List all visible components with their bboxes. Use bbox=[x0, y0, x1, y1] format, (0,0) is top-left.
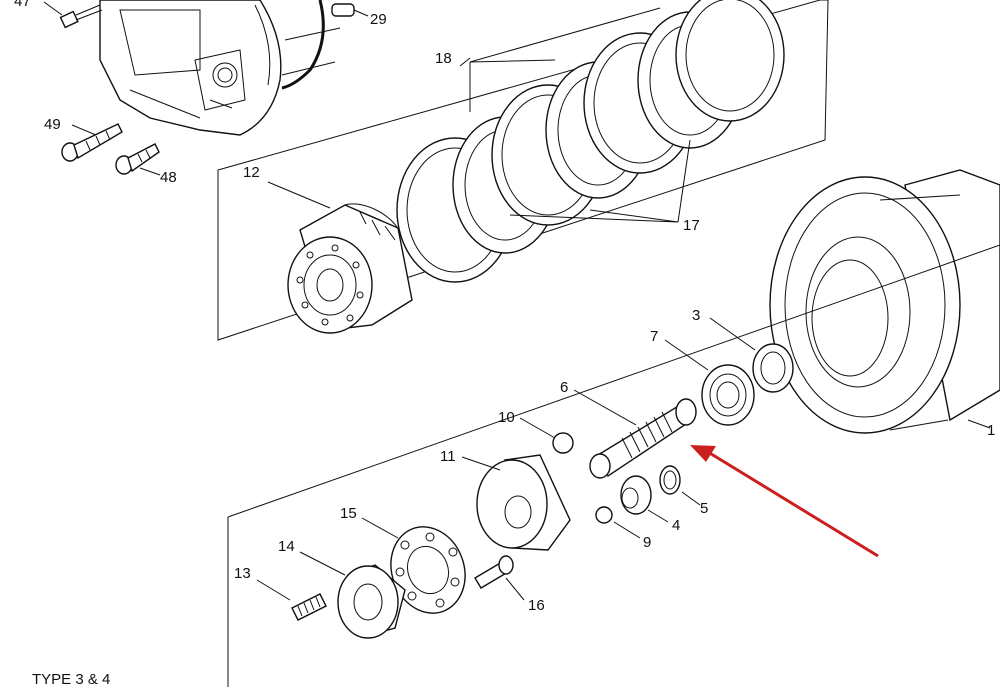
leader-lines bbox=[43, 1, 991, 601]
pin-29 bbox=[331, 3, 355, 17]
callout-14: 14 bbox=[278, 538, 295, 555]
callout-17: 17 bbox=[683, 217, 700, 234]
bolt-48 bbox=[115, 143, 160, 175]
callout-29: 29 bbox=[370, 11, 387, 28]
bearing-3 bbox=[752, 343, 794, 393]
upper-group-frame bbox=[217, 0, 829, 341]
callout-9: 9 bbox=[643, 534, 651, 551]
cylinder-block-12 bbox=[287, 203, 413, 334]
callout-16: 16 bbox=[528, 597, 545, 614]
spring-13 bbox=[291, 593, 327, 621]
callout-47: 47 bbox=[14, 0, 31, 10]
cam-plate-11 bbox=[476, 454, 571, 551]
ring-5 bbox=[659, 465, 681, 495]
ball-9 bbox=[595, 506, 613, 524]
callout-11: 11 bbox=[440, 448, 456, 465]
collar-4 bbox=[620, 475, 652, 515]
callout-13: 13 bbox=[234, 565, 251, 582]
bolt-47 bbox=[59, 4, 103, 29]
callout-4: 4 bbox=[672, 517, 680, 534]
motor-housing bbox=[99, 0, 341, 136]
callout-10: 10 bbox=[498, 409, 515, 426]
callout-12: 12 bbox=[243, 164, 260, 181]
bearing-7 bbox=[701, 364, 755, 426]
callout-48: 48 bbox=[160, 169, 177, 186]
callout-3: 3 bbox=[692, 307, 700, 324]
callout-5: 5 bbox=[700, 500, 708, 517]
bolt-49 bbox=[61, 123, 123, 162]
retainer-plate-15 bbox=[390, 526, 466, 614]
shaft-6 bbox=[589, 398, 697, 479]
plates-17-18 bbox=[396, 0, 785, 283]
callout-6: 6 bbox=[560, 379, 568, 396]
callout-15: 15 bbox=[340, 505, 357, 522]
highlight-arrow bbox=[690, 445, 879, 558]
pin-16 bbox=[474, 555, 514, 589]
callout-1: 1 bbox=[987, 422, 995, 439]
callout-7: 7 bbox=[650, 328, 658, 345]
ball-10 bbox=[552, 432, 574, 454]
callout-18: 18 bbox=[435, 50, 452, 67]
callouts: 47 29 18 49 48 12 17 3 7 6 10 11 1 5 4 9… bbox=[14, 0, 995, 614]
diagram-caption: TYPE 3 & 4 bbox=[32, 671, 110, 687]
housing-1 bbox=[769, 169, 1000, 434]
ball-guide-14 bbox=[337, 564, 406, 639]
callout-49: 49 bbox=[44, 116, 61, 133]
lower-group-frame bbox=[227, 244, 1000, 687]
